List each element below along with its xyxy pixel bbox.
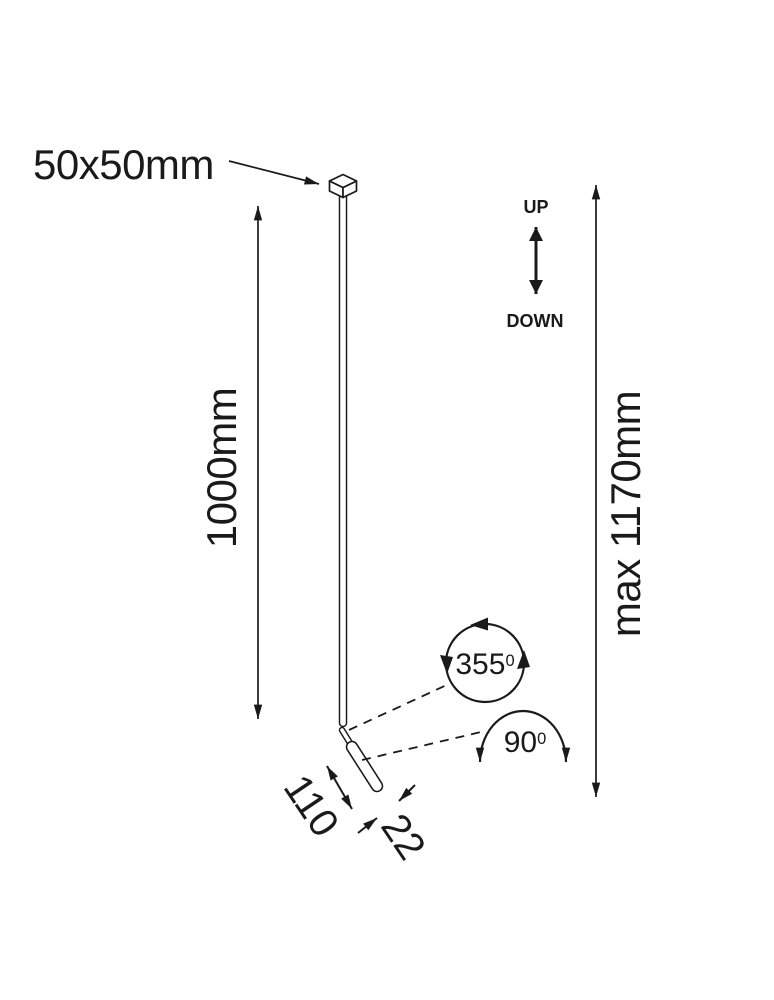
tilt-angle-degree: 0 [537, 729, 547, 748]
rod-length-label: 1000mm [198, 387, 245, 549]
max-length-label: max 1170mm [602, 390, 649, 638]
ceiling-mount [328, 173, 358, 199]
swivel-rotation-circle [440, 617, 530, 704]
swivel-arrowhead-left [440, 655, 453, 674]
head-length-arrow [326, 765, 353, 810]
tilt-angle-value: 90 [503, 726, 538, 759]
mount-size-label: 50x50mm [33, 141, 214, 188]
down-label: DOWN [506, 311, 564, 331]
swivel-arrowhead-right [517, 650, 530, 669]
head-diameter-arrow-upper [398, 784, 416, 802]
lamp-head-tube [345, 740, 384, 793]
swivel-angle-label: 3550 [455, 650, 514, 680]
up-label: UP [523, 197, 549, 217]
swivel-angle-value: 355 [455, 648, 506, 681]
tilt-rotation-arc [475, 709, 571, 763]
head-diameter-arrow-lower [357, 817, 378, 834]
tilt-dashed-leader [361, 731, 482, 761]
swivel-arrowhead-top [470, 617, 488, 631]
swivel-dashed-leader [348, 682, 452, 731]
swivel-angle-degree: 0 [505, 651, 515, 670]
tilt-angle-label: 900 [504, 728, 547, 758]
rod-joint [338, 726, 354, 747]
mount-leader-arrow [228, 160, 320, 185]
